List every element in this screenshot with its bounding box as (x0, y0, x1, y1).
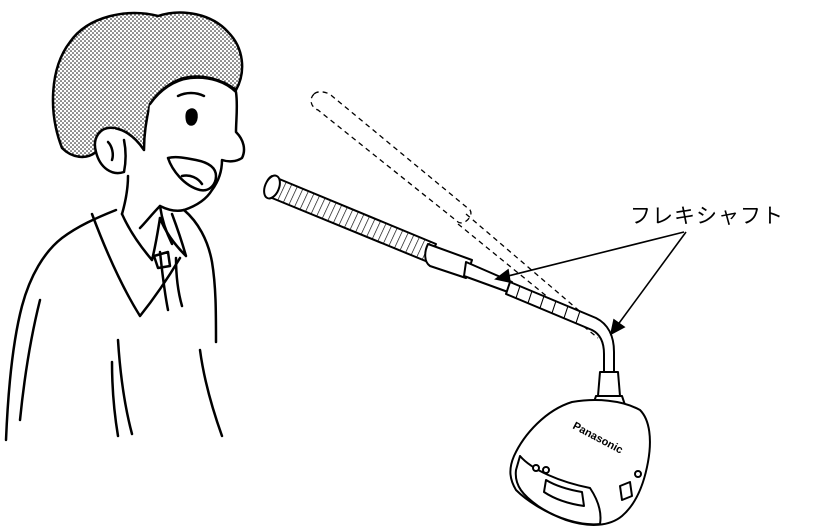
microphone: Panasonic (261, 173, 650, 525)
mic-base-side-button (620, 482, 632, 500)
person-shoulder-right (184, 210, 216, 342)
person-arm-left (20, 300, 40, 420)
person-neck (122, 176, 128, 214)
person-eye (187, 109, 197, 124)
leader-arrowhead-2 (611, 320, 624, 334)
mic-head (266, 176, 436, 262)
person-arm-right (200, 350, 222, 436)
mic-base-side-jack (635, 471, 641, 477)
person-sleeve-fold (118, 340, 132, 434)
flexible-shaft-label: フレキシャフト (630, 200, 784, 230)
person-ear (95, 128, 126, 173)
mic-indicator-led-1 (533, 465, 539, 471)
mic-indicator-led-2 (543, 467, 549, 473)
flexible-shaft (506, 282, 614, 372)
mic-connector (598, 372, 620, 396)
person-face (140, 78, 244, 228)
person-figure (6, 13, 244, 440)
person-body-bottom (112, 362, 118, 436)
